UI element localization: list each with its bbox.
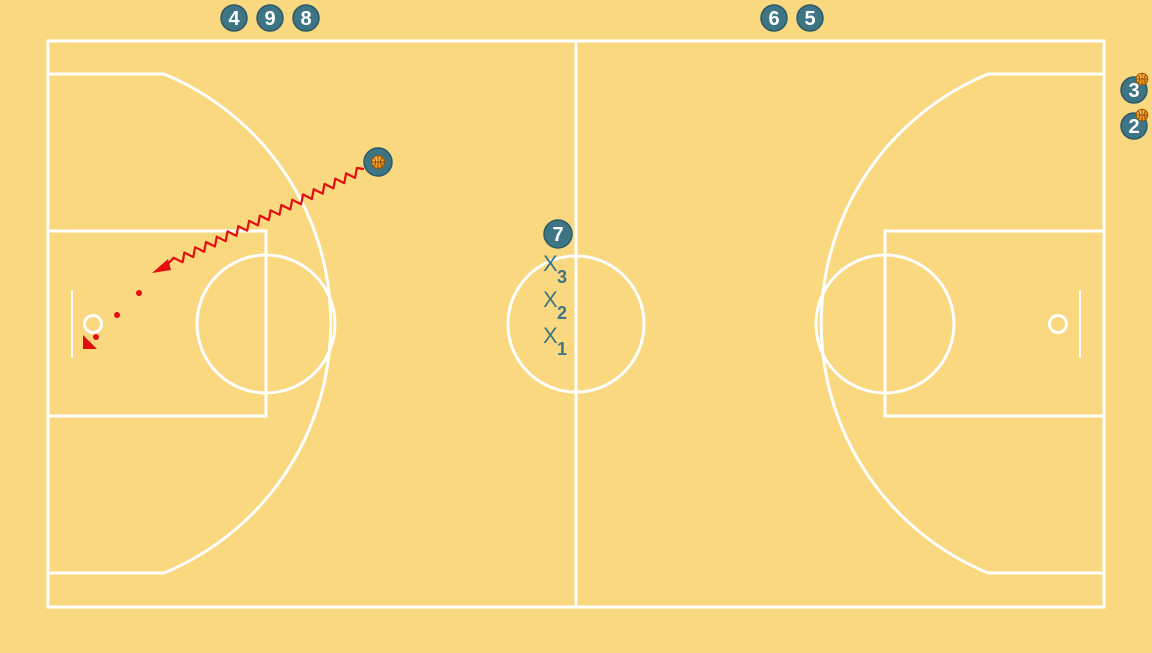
player-number: 3 [1128, 80, 1139, 102]
left-free-throw-circle [195, 253, 337, 395]
player-6[interactable]: 6 [760, 4, 788, 32]
player-8[interactable]: 8 [292, 4, 320, 32]
player-number: 4 [228, 8, 240, 30]
player-number: 5 [804, 8, 815, 30]
left-hoop [83, 314, 103, 334]
red-triangle-marker [83, 335, 97, 349]
basketball-icon [371, 155, 385, 169]
zigzag-arrow-icon [152, 166, 365, 273]
court-lines [46, 39, 1106, 609]
player-number: 8 [300, 8, 311, 30]
player-4[interactable]: 4 [220, 4, 248, 32]
defender-subscript: 2 [557, 303, 567, 323]
defender-subscript: 1 [557, 339, 567, 359]
shot-dot [136, 290, 142, 296]
left-key [46, 229, 268, 418]
basketball-icon [1135, 72, 1149, 86]
player-number: 2 [1128, 116, 1139, 138]
player-number: 6 [768, 8, 779, 30]
player-7[interactable]: 7 [543, 219, 573, 249]
defender-x2[interactable]: X 2 [543, 287, 567, 323]
player-5[interactable]: 5 [796, 4, 824, 32]
shot-dot [93, 334, 99, 340]
right-three-point-arc [819, 72, 989, 575]
player-9[interactable]: 9 [256, 4, 284, 32]
arrowhead [152, 259, 171, 273]
defender-x1[interactable]: X 1 [543, 323, 567, 359]
player-3[interactable]: 3 [1120, 72, 1149, 104]
right-hoop [1048, 314, 1068, 334]
player-number: 7 [552, 224, 563, 246]
defender-x3[interactable]: X 3 [543, 251, 567, 287]
player-with-ball[interactable] [363, 147, 393, 177]
player-2[interactable]: 2 [1120, 108, 1149, 140]
right-key [883, 229, 1106, 418]
shot-dot [114, 312, 120, 318]
left-three-point-arc [163, 72, 333, 575]
center-circle [506, 254, 646, 394]
defender-symbol: X [543, 287, 558, 312]
right-free-throw-circle [814, 253, 956, 395]
shot-path-dots [93, 290, 142, 340]
defender-subscript: 3 [557, 267, 567, 287]
defender-symbol: X [543, 323, 558, 348]
player-number: 9 [264, 8, 275, 30]
defender-symbol: X [543, 251, 558, 276]
basketball-icon [1135, 108, 1149, 122]
